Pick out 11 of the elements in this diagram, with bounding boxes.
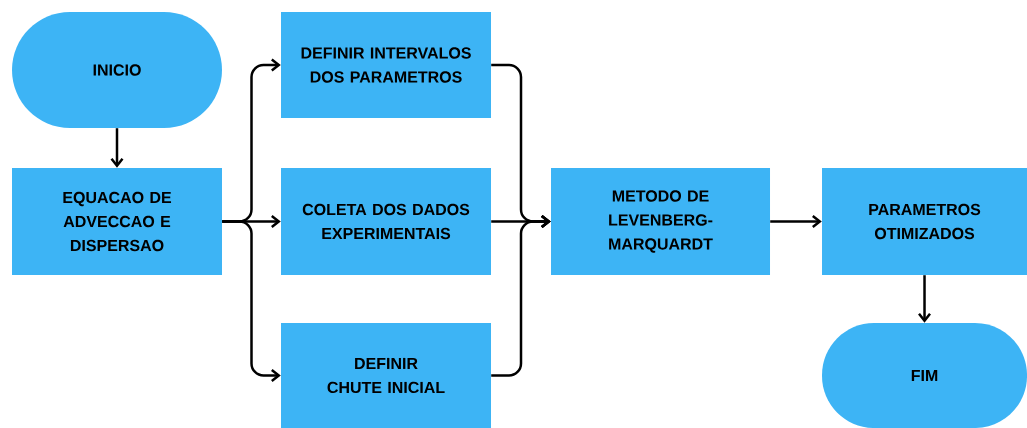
- process-box: DEFINIR INTERVALOS DOS PARAMETROS: [281, 12, 491, 118]
- arrow: [110, 128, 124, 168]
- arrow: [222, 220, 281, 382]
- arrow: [491, 215, 551, 377]
- process-box: DEFINIR CHUTE INICIAL: [281, 323, 491, 428]
- arrow: [770, 215, 822, 228]
- process-box: EQUACAO DE ADVECCAO E DISPERSAO: [12, 168, 222, 275]
- process-box: METODO DE LEVENBERG-MARQUARDT: [551, 168, 770, 275]
- process-box: PARAMETROS OTIMIZADOS: [822, 168, 1027, 275]
- arrow: [918, 275, 931, 323]
- process-box: COLETA DOS DADOS EXPERIMENTAIS: [281, 168, 491, 275]
